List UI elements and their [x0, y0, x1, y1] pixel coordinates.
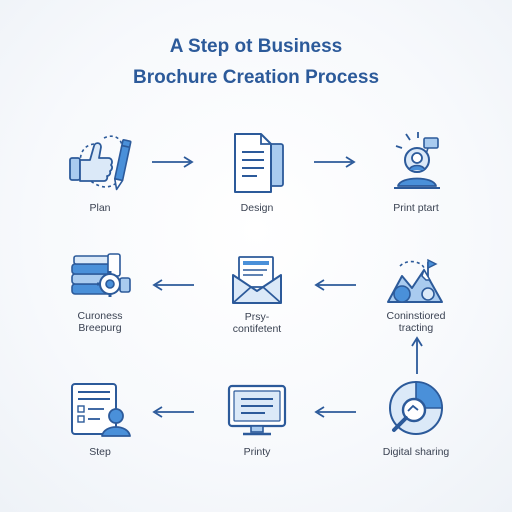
search-chart-icon: [389, 381, 443, 435]
step-print-part: Print ptart: [356, 128, 476, 214]
step-label-line2: Breepurg: [78, 322, 122, 334]
arrow-left-icon: [314, 279, 356, 291]
step-label: Step: [89, 446, 111, 458]
step-label: Printy: [243, 446, 271, 458]
arrow-up-icon: [411, 336, 423, 374]
step-label: Plan: [89, 202, 111, 214]
step-curoness: Curoness Breepurg: [40, 250, 160, 334]
checklist-user-icon: [71, 383, 131, 437]
step-label: Print ptart: [393, 202, 439, 214]
step-confident: Prsy- contifetent: [197, 253, 317, 335]
money-stack-gear-icon: [71, 253, 131, 297]
diagram-title-line2: Brochure Creation Process: [132, 67, 380, 88]
step-plan: Plan: [40, 128, 160, 214]
step-label: Design: [240, 202, 274, 214]
step-step: Step: [40, 380, 160, 458]
envelope-document-icon: [232, 256, 282, 304]
arrow-left-icon: [314, 406, 356, 418]
arrow-left-icon: [152, 406, 194, 418]
arrow-right-icon: [152, 156, 194, 168]
step-printy: Printy: [197, 382, 317, 458]
arrow-left-icon: [152, 279, 194, 291]
monitor-icon: [227, 384, 287, 436]
diagram-title-line1: A Step ot Business: [169, 36, 343, 57]
step-label-line1: Prsy-: [244, 311, 270, 323]
step-label-line2: tracting: [398, 322, 434, 334]
step-label-line1: Curoness: [77, 310, 123, 322]
step-tracking: Coninstiored tracting: [356, 250, 476, 334]
documents-icon: [234, 133, 284, 193]
step-label-line2: contifetent: [232, 323, 282, 335]
step-label-line1: Coninstiored: [386, 310, 446, 322]
mountain-flag-icon: [387, 258, 443, 303]
arrow-right-icon: [314, 156, 356, 168]
person-idea-icon: [394, 132, 440, 189]
step-sharing: Digital sharing: [356, 378, 476, 458]
thumbs-up-pencil-icon: [69, 135, 132, 191]
step-design: Design: [197, 130, 317, 214]
step-label: Digital sharing: [382, 446, 450, 458]
